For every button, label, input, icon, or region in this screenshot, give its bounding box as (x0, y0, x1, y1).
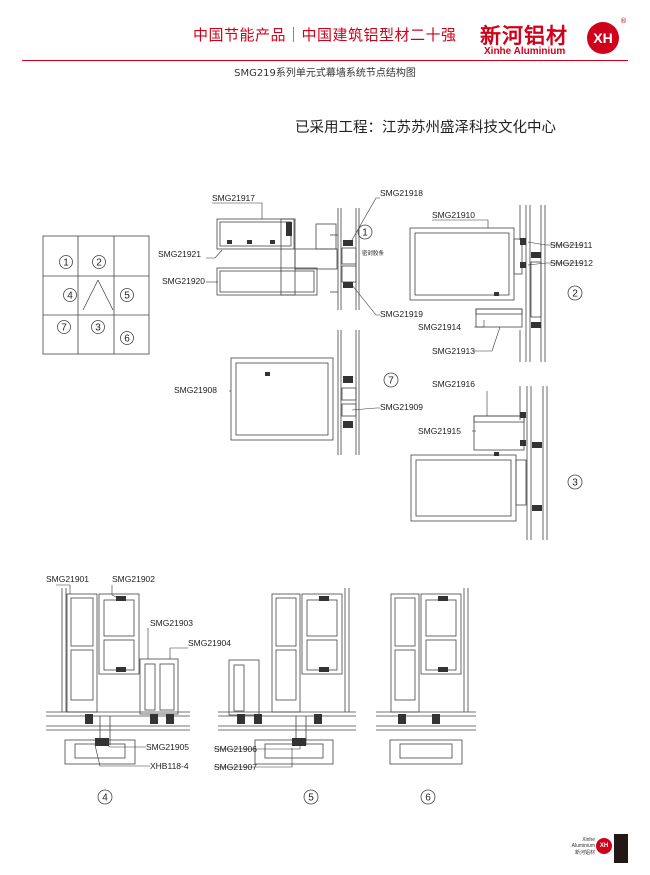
leader-lines (56, 197, 582, 768)
key-callout-4 (63, 288, 77, 302)
footer-brand-en-1: Xinhe (582, 837, 595, 843)
node-1-drawing (216, 208, 360, 310)
callout-num-2: 2 (572, 289, 578, 300)
seal-strip-note: 密封胶条 (362, 249, 385, 257)
key-num-6: 6 (124, 334, 130, 345)
part-label-smg21921: SMG21921 (158, 249, 201, 259)
footer-brand-cn: 新河铝材 (574, 850, 595, 856)
part-label-smg21919: SMG21919 (380, 309, 423, 319)
part-label-smg21915: SMG21915 (418, 426, 461, 436)
footer-dark-block (614, 834, 628, 863)
part-label-smg21903: SMG21903 (150, 618, 193, 628)
part-label-smg21904: SMG21904 (188, 638, 231, 648)
node-2-drawing (409, 205, 546, 362)
key-callout-7 (57, 320, 71, 334)
callout-4 (97, 789, 113, 805)
callout-3 (567, 474, 583, 490)
key-num-2: 2 (96, 258, 102, 269)
callout-6 (420, 789, 436, 805)
key-callout-5 (120, 288, 134, 302)
key-plan (42, 235, 150, 355)
callout-5 (303, 789, 319, 805)
key-num-5: 5 (124, 291, 130, 302)
node-5-drawing (218, 588, 356, 765)
project-name: 江苏苏州盛泽科技文化中心 (382, 120, 556, 136)
footer-brand-en-2: Aluminium (571, 843, 595, 849)
header-slogan: 中国节能产品｜中国建筑铝型材二十强 (193, 26, 457, 44)
key-callout-6 (120, 331, 134, 345)
key-num-7: 7 (61, 323, 67, 334)
project-label: 已采用工程 (295, 120, 382, 136)
callout-1 (357, 224, 373, 240)
node-7-drawing (230, 330, 360, 455)
part-label-smg21910: SMG21910 (432, 210, 475, 220)
key-callout-3 (91, 320, 105, 334)
part-label-smg21911: SMG21911 (550, 240, 593, 250)
part-label-smg21902: SMG21902 (112, 574, 155, 584)
brand-name-cn: 新河铝材 (480, 24, 568, 48)
node-4-drawing (46, 588, 190, 765)
node-3-drawing (410, 386, 548, 540)
callout-num-5: 5 (308, 793, 314, 804)
key-num-4: 4 (67, 291, 73, 302)
registered-mark: ® (620, 17, 627, 25)
part-label-smg21909: SMG21909 (380, 402, 423, 412)
part-label-smg21907: SMG21907 (214, 762, 257, 772)
callout-num-3: 3 (572, 478, 578, 489)
callout-num-4: 4 (102, 793, 108, 804)
callout-7 (383, 372, 399, 388)
key-callout-2 (92, 255, 106, 269)
part-label-smg21913: SMG21913 (432, 346, 475, 356)
part-label-smg21917: SMG21917 (212, 193, 255, 203)
part-label-smg21920: SMG21920 (162, 276, 205, 286)
node-6-drawing (376, 588, 476, 765)
footer-logo-icon: XH (596, 838, 612, 854)
callout-num-1: 1 (362, 228, 368, 239)
brand-logo-icon: XH (587, 22, 619, 54)
footer-brand: Xinhe Aluminium 新河铝材 (565, 837, 595, 856)
key-callout-1 (59, 255, 73, 269)
part-label-xhb118-4: XHB118-4 (150, 761, 189, 771)
callout-2 (567, 285, 583, 301)
part-label-smg21908: SMG21908 (174, 385, 217, 395)
brand-name-en: Xinhe Aluminium (484, 46, 566, 57)
part-label-smg21906: SMG21906 (214, 744, 257, 754)
project-line: 已采用工程江苏苏州盛泽科技文化中心 (295, 116, 556, 137)
part-label-smg21901: SMG21901 (46, 574, 89, 584)
key-num-1: 1 (63, 258, 69, 269)
part-label-smg21905: SMG21905 (146, 742, 189, 752)
header-divider (22, 60, 628, 61)
part-label-smg21912: SMG21912 (550, 258, 593, 268)
key-num-3: 3 (95, 323, 101, 334)
document-title: SMG219系列单元式幕墙系统节点结构图 (234, 68, 416, 79)
part-label-smg21916: SMG21916 (432, 379, 475, 389)
part-label-smg21914: SMG21914 (418, 322, 461, 332)
callout-num-7: 7 (388, 376, 394, 387)
callout-num-6: 6 (425, 793, 431, 804)
part-label-smg21918: SMG21918 (380, 188, 423, 198)
